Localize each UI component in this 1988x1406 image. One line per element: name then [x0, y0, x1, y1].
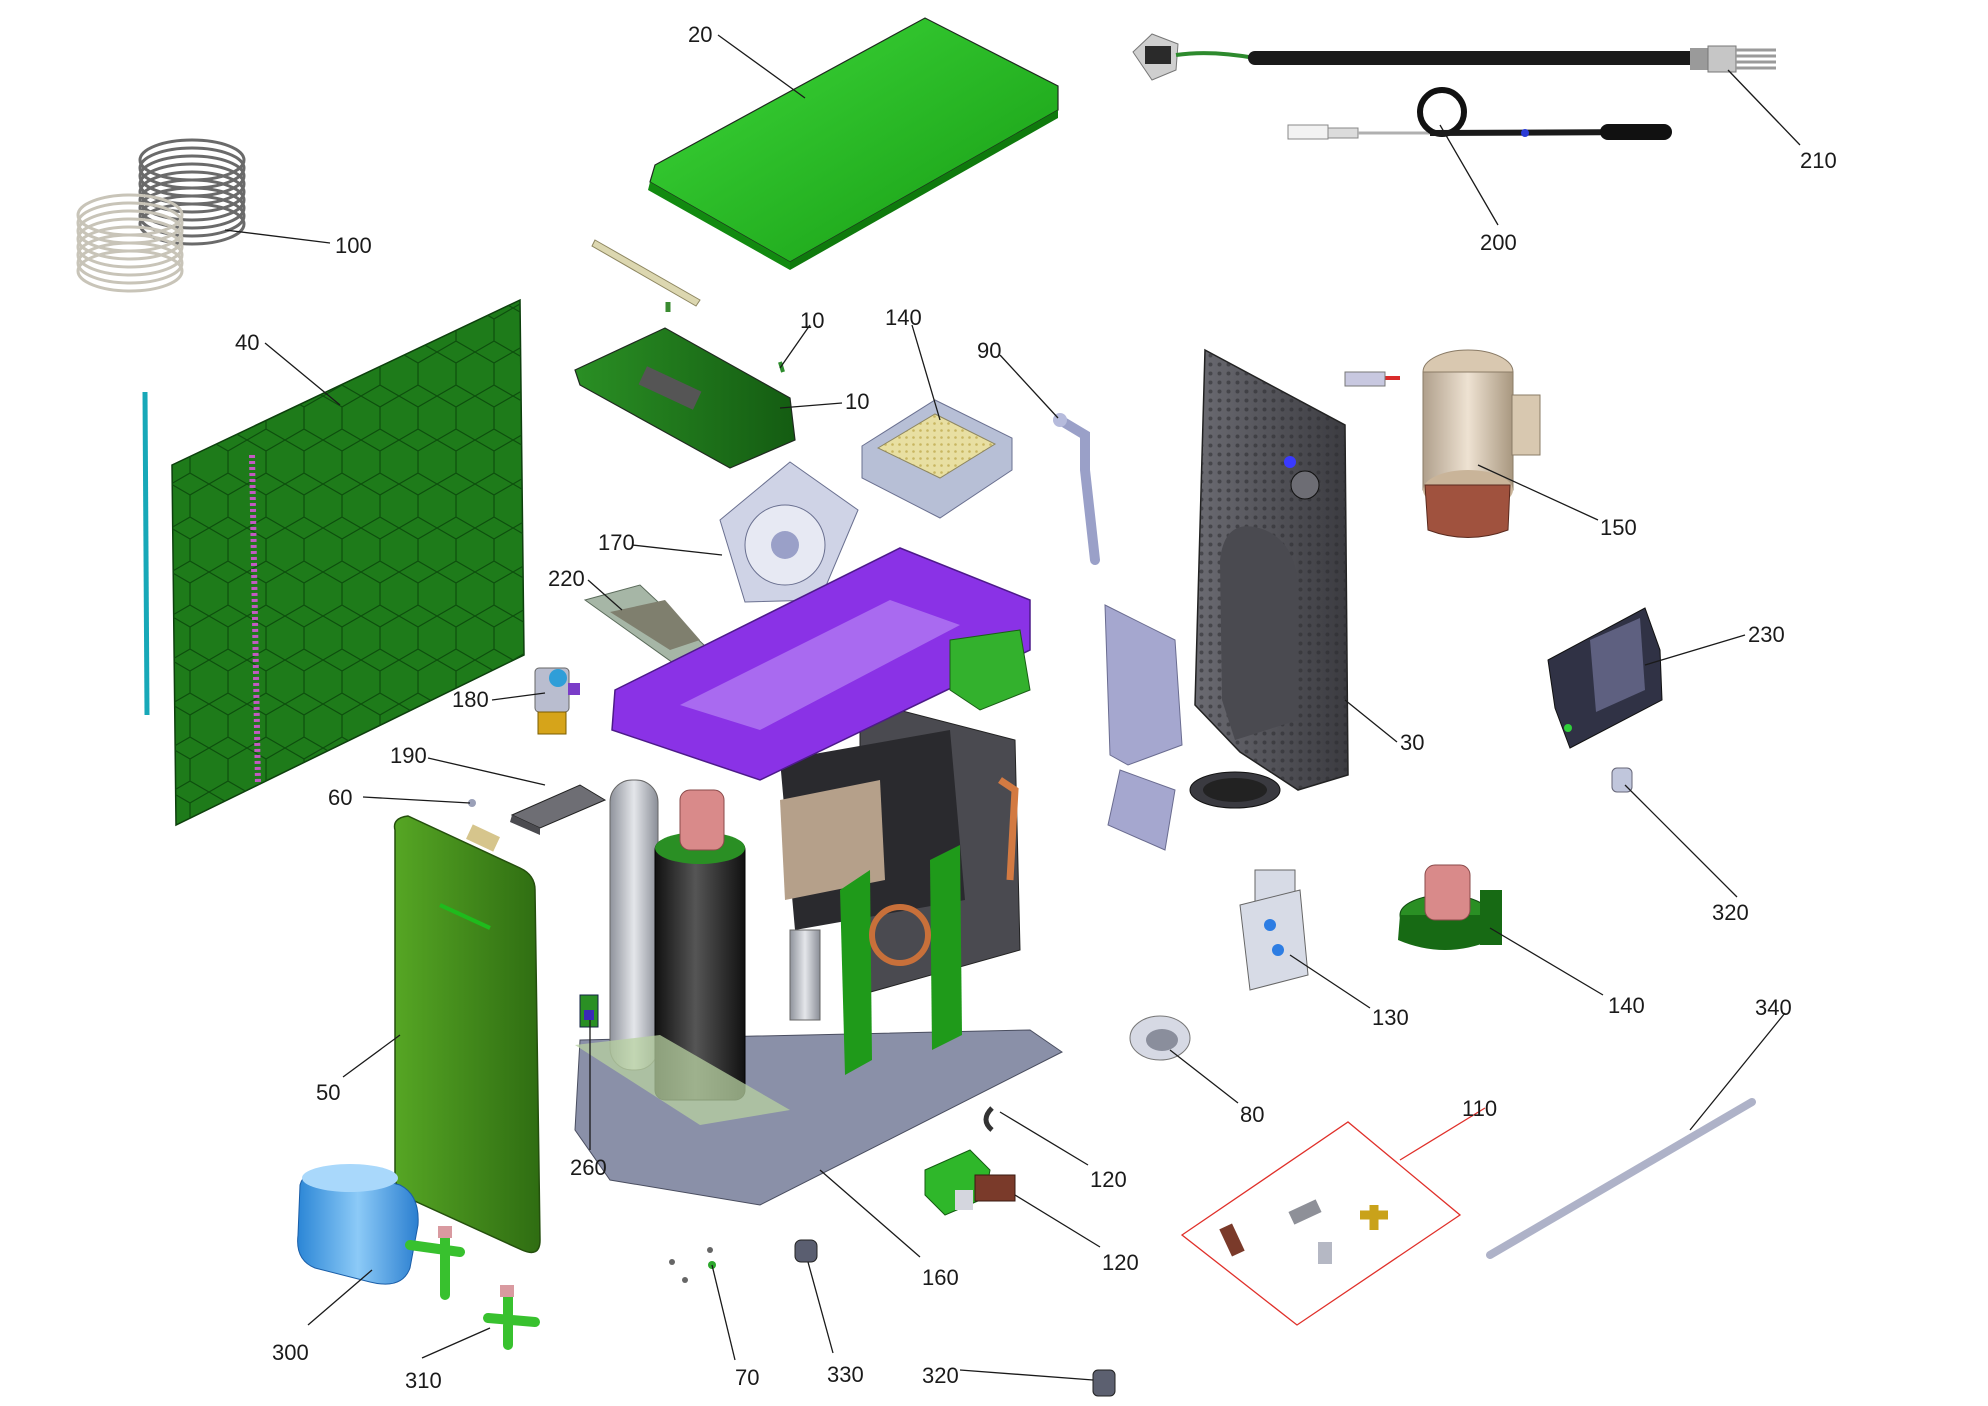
callout-190: 190 [390, 743, 427, 768]
part-80-bushing [1129, 1015, 1191, 1061]
part-110-fittings-kit [1180, 1121, 1462, 1326]
main-frame-assembly [574, 547, 1063, 1206]
callout-170: 170 [598, 530, 635, 555]
callout-110: 110 [1462, 1096, 1497, 1121]
callout-20: 20 [688, 22, 712, 47]
part-260-small-board [579, 994, 599, 1028]
part-230-electronics-box [1547, 607, 1663, 749]
part-120-clip [983, 1106, 994, 1132]
callout-90: 90 [977, 338, 1001, 363]
callout-230: 230 [1748, 622, 1785, 647]
callout-50: 50 [316, 1080, 340, 1105]
callout-220: 220 [548, 566, 585, 591]
callout-320-bottom: 320 [922, 1363, 959, 1388]
part-150-pump-motor [1344, 349, 1541, 538]
part-30-rear-panel [1189, 348, 1349, 809]
callout-10-side: 10 [845, 389, 869, 414]
callout-300: 300 [272, 1340, 309, 1365]
callout-80: 80 [1240, 1102, 1264, 1127]
part-100-tubing-coils [76, 138, 246, 293]
part-60-screw [468, 799, 476, 807]
part-20-top-cover [648, 17, 1059, 270]
callout-labels: 20 210 200 100 40 10 10 140 90 150 170 2… [235, 22, 1837, 1393]
callout-40: 40 [235, 330, 259, 355]
part-140-mesh-tray [861, 399, 1013, 519]
part-10-fan-cover [574, 327, 796, 469]
callout-150: 150 [1600, 515, 1637, 540]
callout-140-holder: 140 [1608, 993, 1645, 1018]
top-strip [591, 239, 701, 312]
part-300-tank [297, 1164, 419, 1285]
part-330-cap [794, 1239, 818, 1263]
callout-210: 210 [1800, 148, 1837, 173]
callout-180: 180 [452, 687, 489, 712]
callout-60: 60 [328, 785, 352, 810]
callout-160: 160 [922, 1265, 959, 1290]
part-310-shutoff-valves [405, 1226, 540, 1350]
leader-lines [224, 34, 1801, 1381]
callout-140-tray: 140 [885, 305, 922, 330]
part-190-bracket [510, 784, 607, 835]
part-140-cartridge-holder [1398, 864, 1502, 950]
part-70-screws [669, 1247, 716, 1283]
part-340-rod [1486, 1098, 1756, 1259]
callout-130: 130 [1372, 1005, 1409, 1030]
callout-340: 340 [1755, 995, 1792, 1020]
part-50-front-door [393, 815, 541, 1254]
part-90-pipe [1053, 413, 1100, 565]
part-120-solenoid-valve [924, 1149, 1016, 1216]
part-40-side-panel [142, 298, 525, 827]
gasket-plates [1104, 604, 1183, 851]
callout-120-clip: 120 [1090, 1167, 1127, 1192]
callout-30: 30 [1400, 730, 1424, 755]
part-210-sensor-cable [1132, 33, 1776, 81]
part-200-probe-wire [1287, 87, 1672, 140]
callout-200: 200 [1480, 230, 1517, 255]
callout-260: 260 [570, 1155, 607, 1180]
part-320-plug-bottom [1092, 1369, 1116, 1397]
callout-320-right: 320 [1712, 900, 1749, 925]
callout-100: 100 [335, 233, 372, 258]
part-130-valve-block [1239, 869, 1309, 991]
callout-120-valve: 120 [1102, 1250, 1139, 1275]
part-170-fan [719, 461, 859, 603]
callout-330: 330 [827, 1362, 864, 1387]
callout-10-top: 10 [800, 308, 824, 333]
callout-70: 70 [735, 1365, 759, 1390]
part-320-plug-top [1611, 767, 1633, 793]
callout-310: 310 [405, 1368, 442, 1393]
part-180-valve [534, 667, 580, 735]
